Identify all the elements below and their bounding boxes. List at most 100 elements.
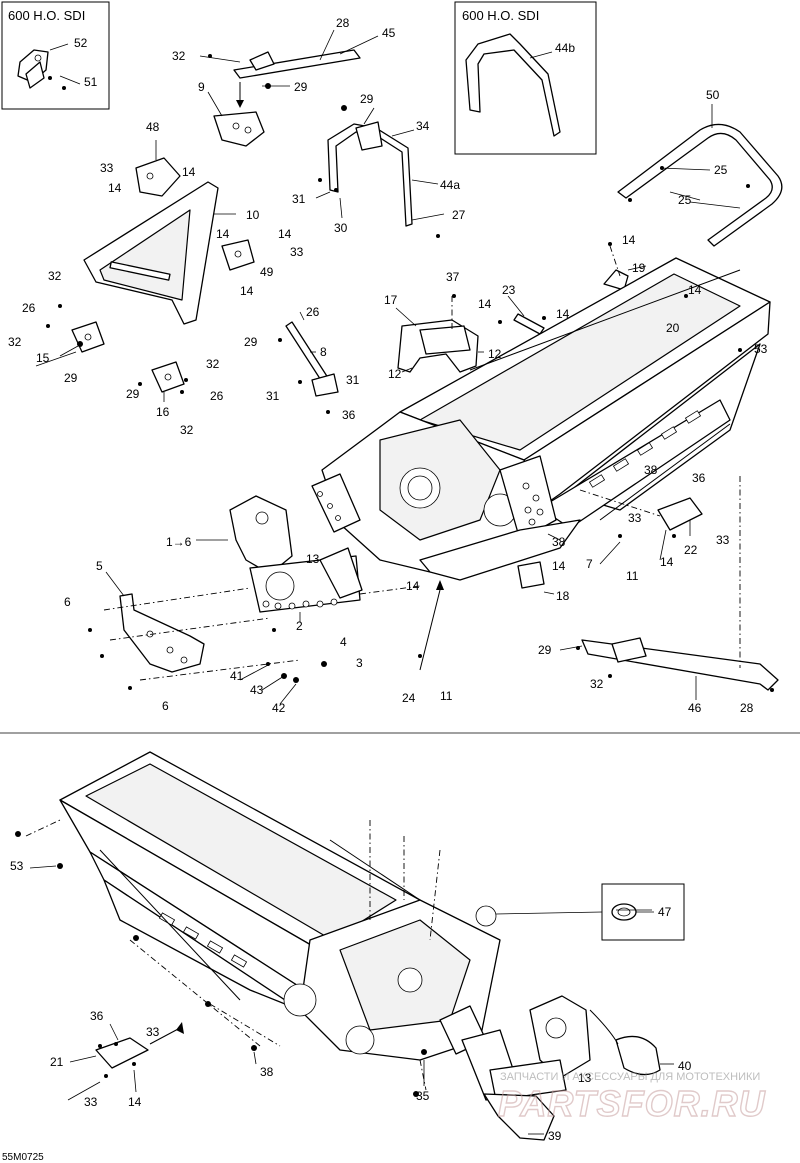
callout-33: 33 bbox=[84, 1095, 98, 1109]
callout-23: 23 bbox=[502, 283, 516, 297]
fasteners-upper bbox=[46, 54, 774, 692]
assembly-lines-upper bbox=[103, 245, 741, 681]
callout-26: 26 bbox=[210, 389, 224, 403]
callout-14: 14 bbox=[556, 307, 570, 321]
callout-10: 10 bbox=[246, 208, 260, 222]
callout-31: 31 bbox=[266, 389, 280, 403]
callout-14: 14 bbox=[216, 227, 230, 241]
callout-15: 15 bbox=[36, 351, 50, 365]
inset-box-left: 600 H.O. SDI bbox=[1, 1, 110, 110]
callout-2: 2 bbox=[296, 619, 303, 633]
part-47-inset bbox=[475, 883, 685, 941]
part-23-bar bbox=[507, 295, 545, 335]
callout-33: 33 bbox=[146, 1025, 160, 1039]
part-5-side-plate bbox=[105, 571, 205, 673]
callout-12: 12 bbox=[488, 347, 502, 361]
part-21-footrest bbox=[69, 1022, 184, 1069]
main-chassis-upper bbox=[311, 257, 771, 581]
callout-1-6: 1→6 bbox=[166, 535, 192, 549]
callout-17: 17 bbox=[384, 293, 398, 307]
callout-29: 29 bbox=[126, 387, 140, 401]
callout-35: 35 bbox=[416, 1089, 430, 1103]
callout-38: 38 bbox=[644, 463, 658, 477]
callout-13: 13 bbox=[578, 1071, 592, 1085]
callout-8: 8 bbox=[320, 345, 327, 359]
main-chassis-lower bbox=[59, 751, 501, 1061]
callout-14: 14 bbox=[278, 227, 292, 241]
callout-19: 19 bbox=[632, 261, 646, 275]
callout-18: 18 bbox=[556, 589, 570, 603]
callout-43: 43 bbox=[250, 683, 264, 697]
callout-52: 52 bbox=[74, 36, 88, 50]
watermark-subtitle: ЗАПЧАСТИ И АКСЕССУАРЫ ДЛЯ МОТОТЕХНИКИ bbox=[500, 1071, 760, 1083]
callout-29: 29 bbox=[538, 643, 552, 657]
callout-27: 27 bbox=[452, 208, 466, 222]
callout-14: 14 bbox=[622, 233, 636, 247]
callout-50: 50 bbox=[706, 88, 720, 102]
callout-29: 29 bbox=[244, 335, 258, 349]
callout-30: 30 bbox=[334, 221, 348, 235]
callout-25: 25 bbox=[678, 193, 692, 207]
part-13-lower-bracket bbox=[461, 995, 591, 1101]
part-9-bracket bbox=[207, 91, 265, 147]
part-50-rear-bumper bbox=[617, 104, 783, 247]
callout-22: 22 bbox=[684, 543, 698, 557]
callout-44a: 44a bbox=[440, 178, 460, 192]
part-1-6-front-bracket bbox=[196, 495, 363, 613]
callout-4: 4 bbox=[340, 635, 347, 649]
callout-3: 3 bbox=[356, 656, 363, 670]
callout-28: 28 bbox=[740, 701, 754, 715]
callout-53: 53 bbox=[754, 342, 768, 356]
part-39-pad bbox=[483, 1093, 555, 1141]
callout-46: 46 bbox=[688, 701, 702, 715]
callout-14: 14 bbox=[688, 283, 702, 297]
part-19-clip bbox=[603, 265, 647, 291]
fasteners-lower bbox=[15, 831, 427, 1097]
callout-28: 28 bbox=[336, 16, 350, 30]
callout-38: 38 bbox=[260, 1065, 274, 1079]
callout-32: 32 bbox=[180, 423, 194, 437]
callout-6: 6 bbox=[64, 595, 71, 609]
callout-36: 36 bbox=[90, 1009, 104, 1023]
callout-45: 45 bbox=[382, 26, 396, 40]
callout-29: 29 bbox=[64, 371, 78, 385]
callout-14: 14 bbox=[552, 559, 566, 573]
callout-14: 14 bbox=[478, 297, 492, 311]
callout-14: 14 bbox=[240, 284, 254, 298]
callout-37: 37 bbox=[446, 270, 460, 284]
part-44a-hoop bbox=[315, 107, 445, 227]
callout-24: 24 bbox=[402, 691, 416, 705]
callout-25: 25 bbox=[714, 163, 728, 177]
part-8-strut bbox=[285, 311, 339, 397]
callout-36: 36 bbox=[342, 408, 356, 422]
callout-21: 21 bbox=[50, 1055, 64, 1069]
part-17-support bbox=[395, 307, 484, 373]
callout-33: 33 bbox=[290, 245, 304, 259]
callout-13: 13 bbox=[306, 552, 320, 566]
part-46-rail bbox=[559, 637, 779, 700]
callout-32: 32 bbox=[206, 357, 220, 371]
callout-34: 34 bbox=[416, 119, 430, 133]
callout-14: 14 bbox=[108, 181, 122, 195]
part-10-a-frame bbox=[83, 140, 255, 325]
callout-38: 38 bbox=[552, 535, 566, 549]
callout-47: 47 bbox=[658, 905, 672, 919]
part-15-bracket bbox=[59, 321, 105, 357]
callout-26: 26 bbox=[306, 305, 320, 319]
callout-leaders bbox=[29, 351, 667, 1101]
inset-box-right: 600 H.O. SDI bbox=[454, 1, 597, 155]
part-16-bracket bbox=[151, 361, 185, 402]
callout-5: 5 bbox=[96, 559, 103, 573]
callout-51: 51 bbox=[84, 75, 98, 89]
callout-44b: 44b bbox=[555, 41, 575, 55]
watermark: ЗАПЧАСТИ И АКСЕССУАРЫ ДЛЯ МОТОТЕХНИКИ PA… bbox=[497, 1071, 766, 1125]
callout-7: 7 bbox=[586, 557, 593, 571]
callout-33: 33 bbox=[100, 161, 114, 175]
callout-53: 53 bbox=[10, 859, 24, 873]
part-22-footrest bbox=[657, 497, 703, 536]
callout-26: 26 bbox=[22, 301, 36, 315]
watermark-logo: PARTSFOR.RU bbox=[498, 1083, 766, 1124]
callout-14: 14 bbox=[660, 555, 674, 569]
callout-40: 40 bbox=[678, 1059, 692, 1073]
callout-12: 12 bbox=[388, 367, 402, 381]
